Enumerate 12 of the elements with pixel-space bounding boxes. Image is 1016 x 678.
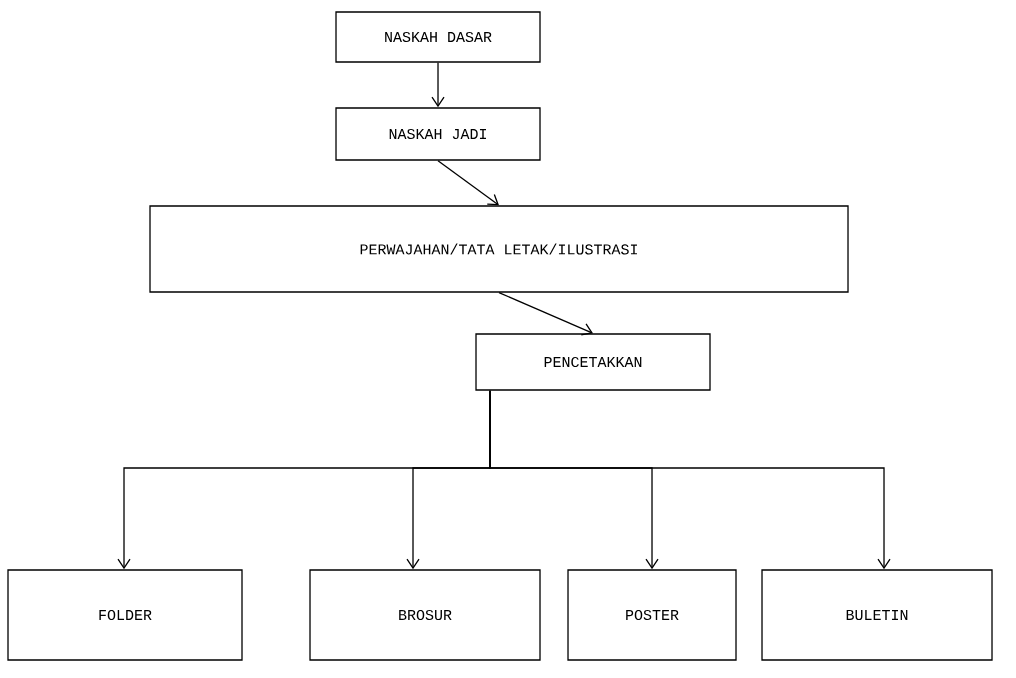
arrow: [489, 390, 891, 570]
process-box: NASKAH DASAR: [335, 11, 541, 63]
arrow: [437, 160, 499, 206]
process-box: BULETIN: [761, 569, 993, 661]
process-box: BROSUR: [309, 569, 541, 661]
process-box: POSTER: [567, 569, 737, 661]
process-box: PENCETAKKAN: [475, 333, 711, 391]
process-box: PERWAJAHAN/TATA LETAK/ILUSTRASI: [149, 205, 849, 293]
process-box: FOLDER: [7, 569, 243, 661]
arrow: [498, 292, 593, 336]
process-box: NASKAH JADI: [335, 107, 541, 161]
arrow: [431, 62, 445, 108]
